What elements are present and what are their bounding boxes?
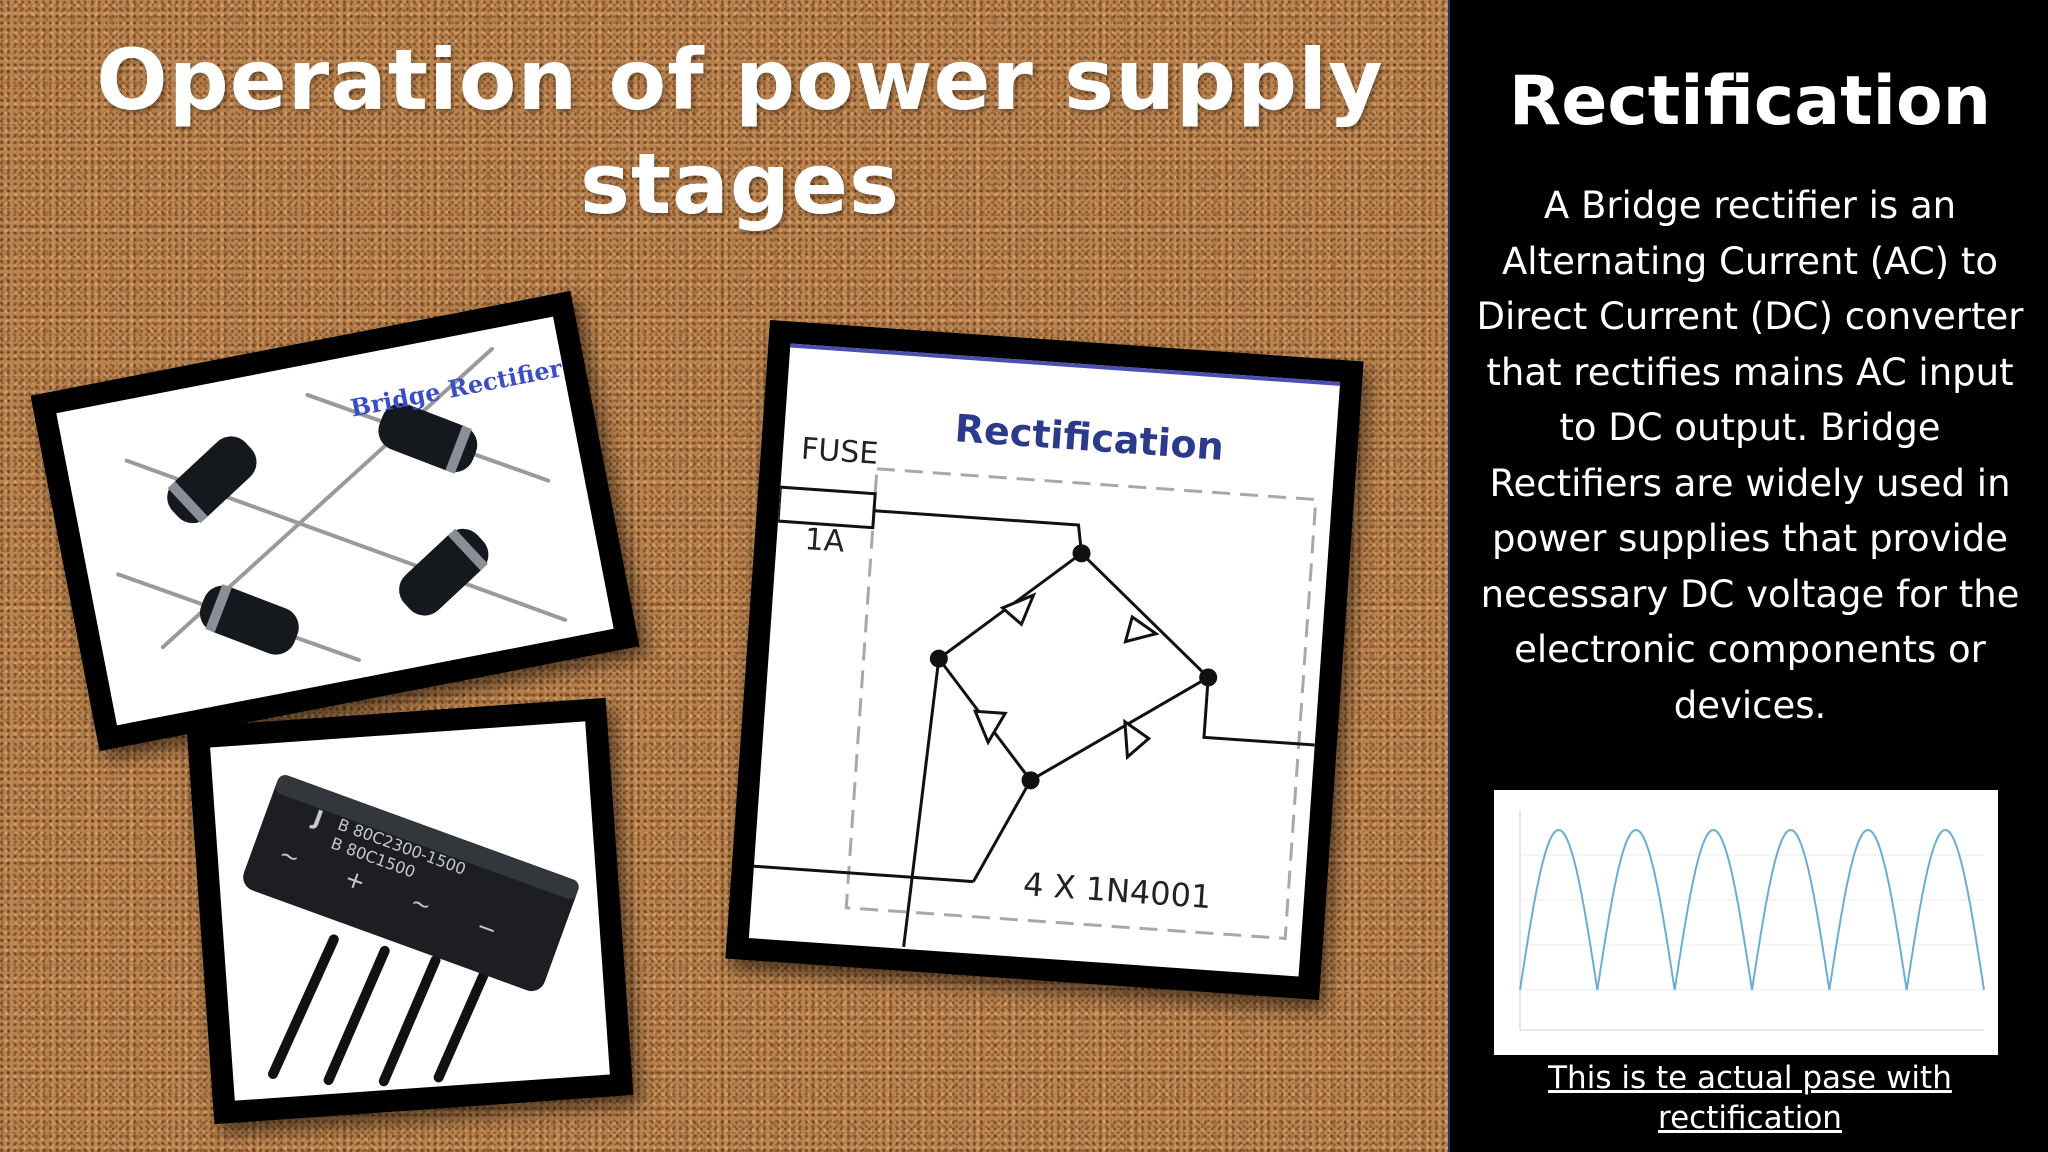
diodes-caption: Bridge Rectifier — [348, 353, 565, 422]
schematic-title: Rectification — [953, 406, 1225, 469]
diodes-part-label: 4 X 1N4001 — [1022, 865, 1213, 916]
panel-title: Rectification — [1508, 62, 1992, 141]
info-panel: Rectification A Bridge rectifier is an A… — [1448, 0, 2048, 1152]
rectified-waveform-thumbnail — [1494, 790, 1998, 1055]
fuse-rating: 1A — [804, 522, 846, 560]
fuse-label: FUSE — [800, 432, 879, 472]
rectification-schematic: Rectification FUSE 1A — [725, 320, 1364, 1000]
waveform-line — [1519, 828, 1985, 991]
bridge-chip-illustration: J B 80C2300-1500 B 80C1500 ~ + ~ − — [243, 775, 579, 1087]
bridge-circuit-diagram: Rectification FUSE 1A — [753, 406, 1318, 948]
diodes-illustration: Bridge Rectifier — [116, 346, 568, 662]
rectified-waveform — [1494, 790, 1998, 1055]
rectification-video-link[interactable]: This is te actual pase with rectificatio… — [1548, 1060, 1952, 1136]
panel-description: A Bridge rectifier is an Alternating Cur… — [1476, 184, 2024, 727]
bridge-rectifier-chip-photo: J B 80C2300-1500 B 80C1500 ~ + ~ − — [186, 697, 634, 1125]
slide-title: Operation of power supply stages — [96, 31, 1384, 233]
bridge-rectifier-diodes-photo: Bridge Rectifier — [30, 290, 640, 752]
